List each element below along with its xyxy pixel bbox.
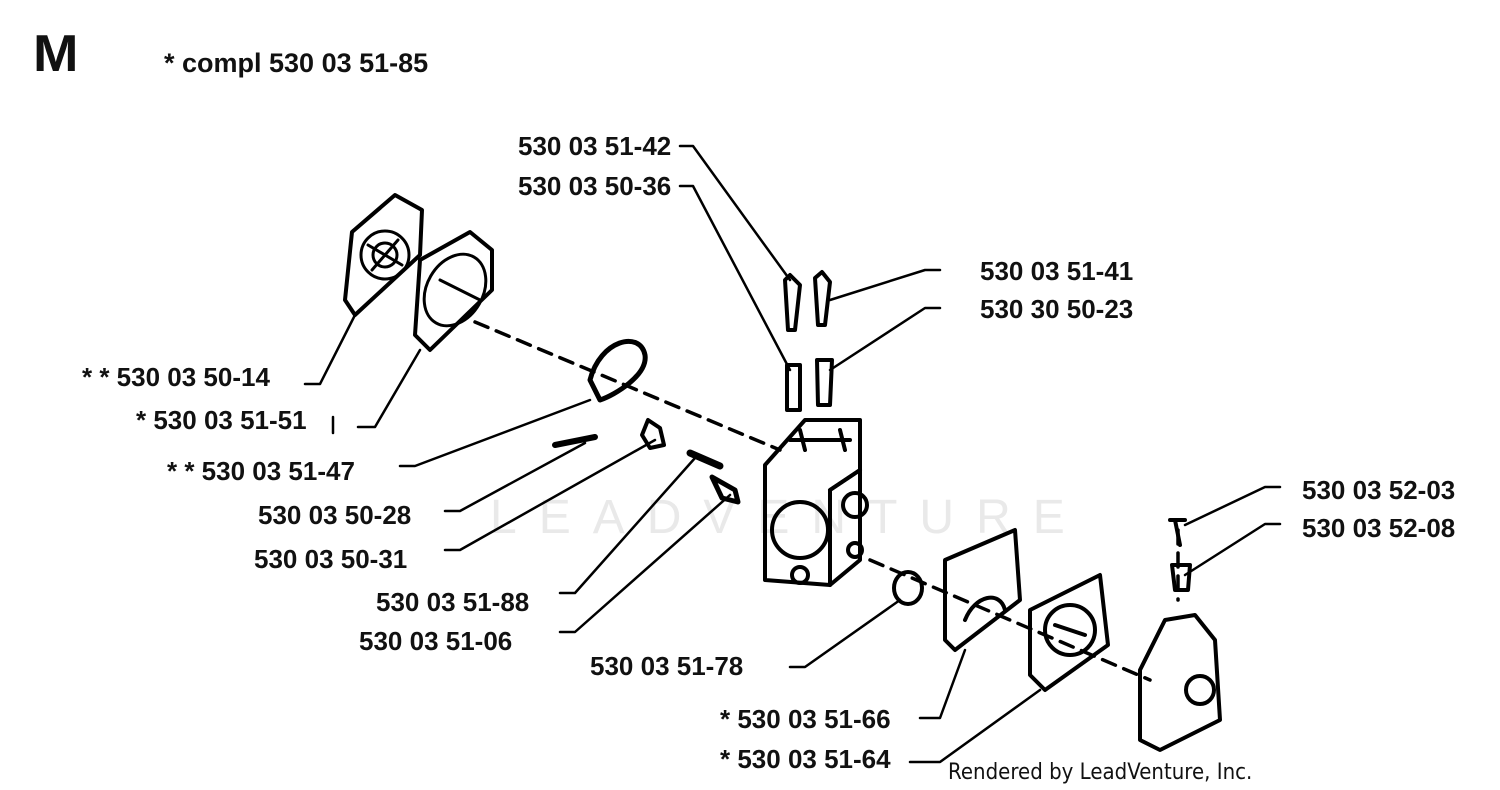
credit-text: Rendered by LeadVenture, Inc.	[948, 760, 1253, 785]
part-label[interactable]: 530 03 50-36	[518, 171, 672, 201]
part-label[interactable]: * 530 03 51-51	[136, 405, 307, 435]
part-label[interactable]: * * 530 03 50-14	[82, 362, 270, 392]
carburetor-body	[763, 418, 869, 587]
part-label[interactable]: 530 03 51-41	[980, 256, 1134, 286]
metering-gasket-part	[943, 528, 1022, 652]
part-label[interactable]: * 530 03 51-64	[720, 744, 891, 774]
part-label[interactable]: 530 03 50-28	[258, 500, 412, 530]
watermark: LEADVENTURE	[490, 491, 1087, 544]
part-label[interactable]: 530 03 51-06	[359, 626, 513, 656]
plug-part	[892, 570, 924, 606]
part-label[interactable]: * 530 03 51-66	[720, 704, 891, 734]
pump-cover-part	[343, 193, 424, 317]
needle-part	[552, 434, 598, 448]
part-label[interactable]: 530 03 50-31	[254, 544, 408, 574]
section-letter: M	[32, 25, 79, 83]
part-label[interactable]: 530 03 51-42	[518, 131, 672, 161]
spring-part	[686, 449, 724, 470]
part-label[interactable]: 530 03 51-78	[590, 651, 744, 681]
leader-lines	[303, 144, 1282, 764]
part-label[interactable]: 530 03 52-08	[1302, 513, 1456, 543]
part-label[interactable]: 530 03 51-88	[376, 587, 530, 617]
part-label[interactable]: 530 03 52-03	[1302, 475, 1456, 505]
diaphragm-part	[1028, 573, 1110, 692]
lever-part	[709, 474, 741, 505]
clip-part	[587, 338, 648, 403]
part-label[interactable]: 530 30 50-23	[980, 294, 1134, 324]
adjusting-screws	[783, 270, 834, 412]
part-label[interactable]: * * 530 03 51-47	[167, 456, 355, 486]
assembly-note: * compl 530 03 51-85	[164, 48, 429, 78]
pump-gasket-part	[413, 230, 494, 352]
valve-part	[640, 418, 666, 450]
metering-cover-part	[1138, 518, 1222, 752]
